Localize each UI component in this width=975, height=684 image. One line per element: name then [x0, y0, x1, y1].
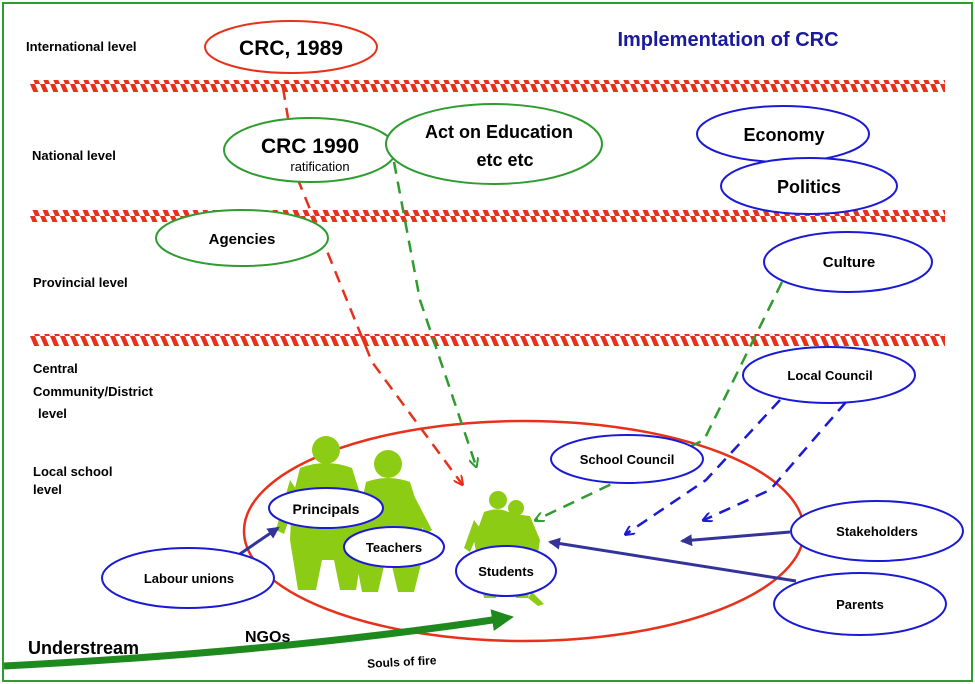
node-principals-label: Principals	[293, 501, 360, 517]
green-dashed-arrow-culture-to-school	[536, 281, 784, 520]
ngos-label: NGOs	[245, 629, 290, 646]
divider-international-national	[30, 80, 945, 92]
souls-of-fire-label: Souls of fire	[367, 653, 437, 671]
node-students: Students	[455, 545, 557, 597]
red-dashed-arrow-to-students	[288, 159, 462, 484]
node-parents: Parents	[773, 572, 947, 636]
node-economy-label: Economy	[743, 125, 824, 145]
node-teachers-label: Teachers	[366, 540, 422, 555]
label-provincial-level: Provincial level	[33, 275, 128, 290]
understream-label: Understream	[28, 638, 139, 658]
label-central-line3: level	[38, 406, 67, 421]
label-local-line1: Local school	[33, 464, 112, 479]
node-culture: Culture	[763, 231, 933, 293]
node-labour-unions-label: Labour unions	[144, 571, 234, 586]
node-agencies-label: Agencies	[209, 231, 276, 248]
label-central-line1: Central	[33, 361, 78, 376]
node-crc-1990-sublabel: ratification	[290, 159, 349, 174]
node-crc-1989-label: CRC, 1989	[239, 37, 343, 60]
node-act-line2: etc etc	[476, 150, 533, 170]
node-agencies: Agencies	[155, 209, 329, 267]
node-teachers: Teachers	[343, 526, 445, 568]
understream-arrow	[3, 609, 514, 670]
blue-dashed-arrow-council-2	[704, 401, 847, 520]
node-stakeholders: Stakeholders	[790, 500, 964, 562]
node-students-label: Students	[478, 564, 534, 579]
label-international-level: International level	[26, 39, 137, 54]
node-act-line1: Act on Education	[425, 122, 573, 142]
node-parents-label: Parents	[836, 597, 884, 612]
diagram-title: Implementation of CRC	[617, 29, 838, 51]
node-local-council: Local Council	[742, 346, 916, 404]
label-national-level: National level	[32, 148, 116, 163]
node-school-council: School Council	[550, 434, 704, 484]
node-stakeholders-label: Stakeholders	[836, 524, 918, 539]
arrow-stakeholders	[680, 530, 791, 547]
node-act-on-education: Act on Education etc etc	[385, 103, 603, 185]
node-local-council-label: Local Council	[787, 368, 872, 383]
red-dashed-link-top	[281, 87, 290, 119]
node-labour-unions: Labour unions	[101, 547, 275, 609]
label-central-line2: Community/District	[33, 384, 154, 399]
arrow-labour-to-principals	[233, 526, 280, 560]
node-politics-label: Politics	[777, 177, 841, 197]
node-crc-1989: CRC, 1989	[204, 20, 378, 74]
arrow-parents-to-students	[548, 537, 797, 583]
node-economy: Economy	[696, 105, 870, 163]
node-crc-1990-label: CRC 1990	[261, 135, 359, 158]
node-culture-label: Culture	[823, 254, 876, 271]
node-politics: Politics	[720, 157, 898, 215]
node-crc-1990: CRC 1990 ratification	[223, 117, 397, 183]
divider-provincial-central	[30, 334, 945, 346]
blue-dashed-arrow-council-1	[626, 399, 781, 534]
green-dashed-arrow-act-to-students	[392, 161, 476, 466]
label-local-line2: level	[33, 482, 62, 497]
node-principals: Principals	[268, 487, 384, 529]
node-school-council-label: School Council	[580, 452, 675, 467]
